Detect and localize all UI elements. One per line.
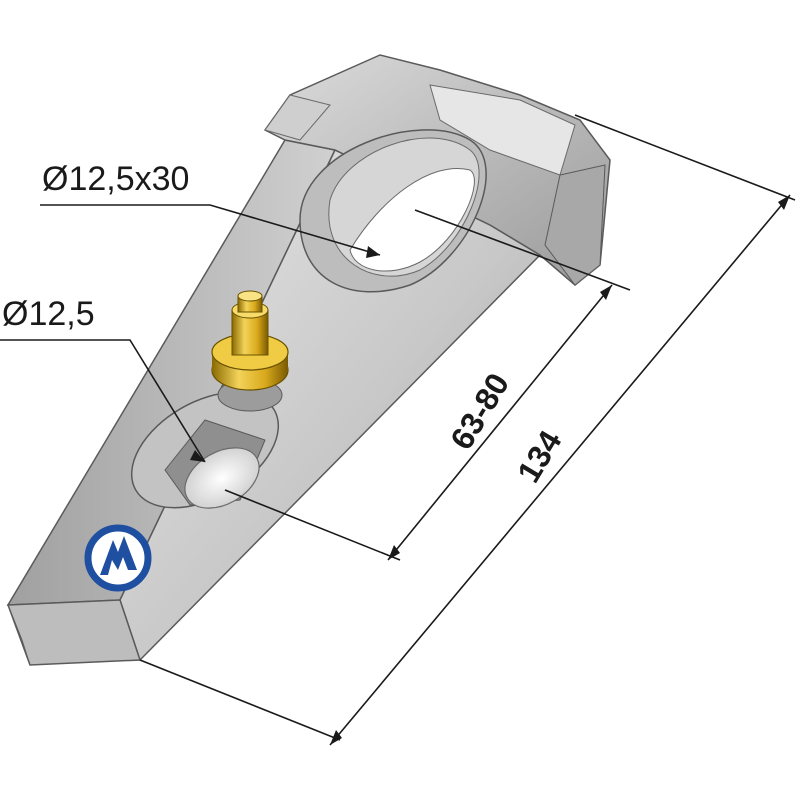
- round-hole: [130, 391, 280, 509]
- overall-length-label: 134: [510, 424, 568, 488]
- slot-diameter-label: Ø12,5x30: [42, 160, 189, 198]
- slot-hole: [299, 129, 487, 293]
- hole-diameter-label: Ø12,5: [2, 295, 95, 333]
- slot-distance-label: 63-80: [443, 367, 516, 456]
- body-shank: [6, 139, 542, 666]
- brand-logo-icon: [84, 524, 152, 592]
- brass-bolt: [211, 290, 289, 412]
- dimension-lines: [0, 114, 796, 746]
